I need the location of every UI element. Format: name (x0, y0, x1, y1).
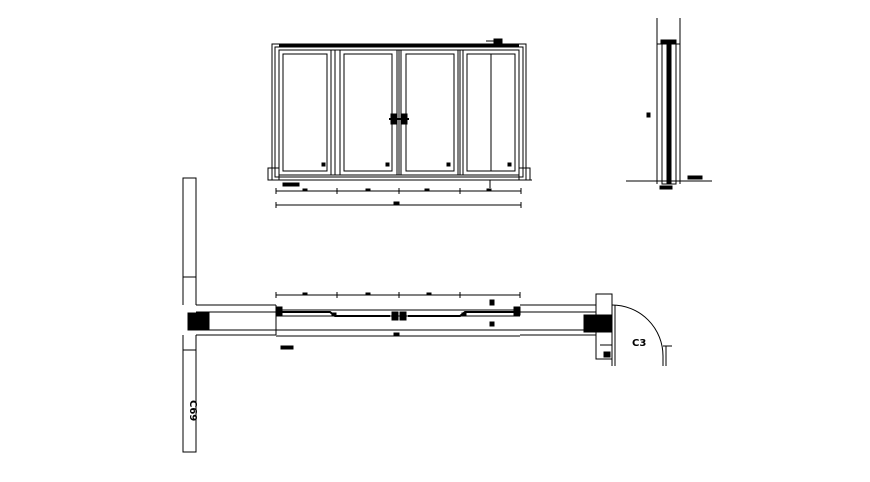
panel-center-left-glass (343, 53, 393, 172)
panel-center-right-glass (405, 53, 455, 172)
plan-door (275, 292, 521, 350)
swing-door-icon (611, 304, 672, 366)
panel-center-right (400, 49, 459, 176)
plan-column (187, 312, 210, 331)
elevation-inner-frame (274, 46, 524, 178)
panel-right-fixed (462, 49, 520, 176)
plan-wall-lower (182, 349, 197, 453)
wall-tag-label: C69 (187, 400, 198, 421)
section-frame-right (670, 43, 677, 185)
panel-left-fixed (278, 49, 332, 176)
door-handle-icon (389, 113, 409, 125)
section-frame-left (661, 43, 668, 185)
front-elevation (267, 38, 532, 208)
plan-view (182, 177, 672, 453)
door-tag-label: C3 (632, 338, 646, 349)
plan-handle-icon (391, 311, 407, 321)
panel-center-left (339, 49, 398, 176)
plan-wall-upper (182, 177, 197, 278)
side-section (626, 18, 712, 190)
plan-column-right (583, 314, 613, 333)
panel-left-glass (282, 53, 328, 172)
